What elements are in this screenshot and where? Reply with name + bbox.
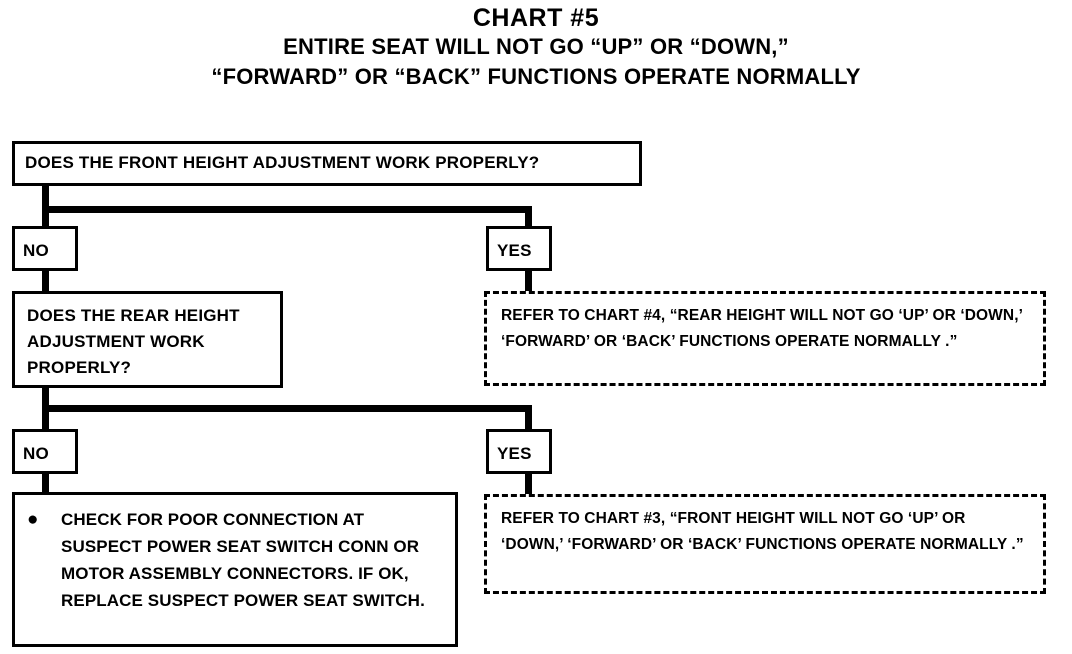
chart-subtitle-line-1: ENTIRE SEAT WILL NOT GO “UP” OR “DOWN,” bbox=[283, 34, 789, 59]
connector-no2-to-action bbox=[42, 473, 49, 494]
chart-title-block: CHART #5 ENTIRE SEAT WILL NOT GO “UP” OR… bbox=[0, 4, 1072, 92]
connector-q2-to-yes bbox=[525, 405, 532, 430]
connector-yes1-to-reference1 bbox=[525, 270, 532, 292]
connector-yes2-to-reference2 bbox=[525, 473, 532, 495]
branch-1-yes-box: YES bbox=[486, 226, 552, 271]
action-box-text: CHECK FOR POOR CONNECTION AT SUSPECT POW… bbox=[61, 510, 425, 610]
branch-1-yes-label: YES bbox=[497, 241, 532, 260]
connector-q2-horizontal-bar bbox=[42, 405, 532, 412]
question-box-rear-height-label: DOES THE REAR HEIGHT ADJUSTMENT WORK PRO… bbox=[27, 306, 240, 377]
branch-1-no-label: NO bbox=[23, 241, 49, 260]
reference-box-chart-4-text: REFER TO CHART #4, “REAR HEIGHT WILL NOT… bbox=[501, 307, 1023, 350]
bullet-icon: ● bbox=[27, 509, 39, 530]
action-box-check-connection: ● CHECK FOR POOR CONNECTION AT SUSPECT P… bbox=[12, 492, 458, 647]
chart-number-title: CHART #5 bbox=[472, 4, 600, 32]
question-box-rear-height: DOES THE REAR HEIGHT ADJUSTMENT WORK PRO… bbox=[12, 291, 283, 388]
connector-q1-horizontal-bar bbox=[42, 206, 532, 213]
question-box-front-height: DOES THE FRONT HEIGHT ADJUSTMENT WORK PR… bbox=[12, 141, 642, 186]
reference-box-chart-3-text: REFER TO CHART #3, “FRONT HEIGHT WILL NO… bbox=[501, 510, 1024, 553]
chart-subtitle-line-2: “FORWARD” OR “BACK” FUNCTIONS OPERATE NO… bbox=[211, 64, 861, 89]
branch-2-yes-box: YES bbox=[486, 429, 552, 474]
branch-1-no-box: NO bbox=[12, 226, 78, 271]
branch-2-yes-label: YES bbox=[497, 444, 532, 463]
connector-q1-to-yes bbox=[525, 206, 532, 227]
branch-2-no-label: NO bbox=[23, 444, 49, 463]
reference-box-chart-3: REFER TO CHART #3, “FRONT HEIGHT WILL NO… bbox=[484, 494, 1046, 594]
branch-2-no-box: NO bbox=[12, 429, 78, 474]
connector-no1-to-question2 bbox=[42, 270, 49, 292]
action-box-content: ● CHECK FOR POOR CONNECTION AT SUSPECT P… bbox=[27, 506, 441, 614]
reference-box-chart-4: REFER TO CHART #4, “REAR HEIGHT WILL NOT… bbox=[484, 291, 1046, 386]
question-box-front-height-label: DOES THE FRONT HEIGHT ADJUSTMENT WORK PR… bbox=[25, 153, 540, 172]
